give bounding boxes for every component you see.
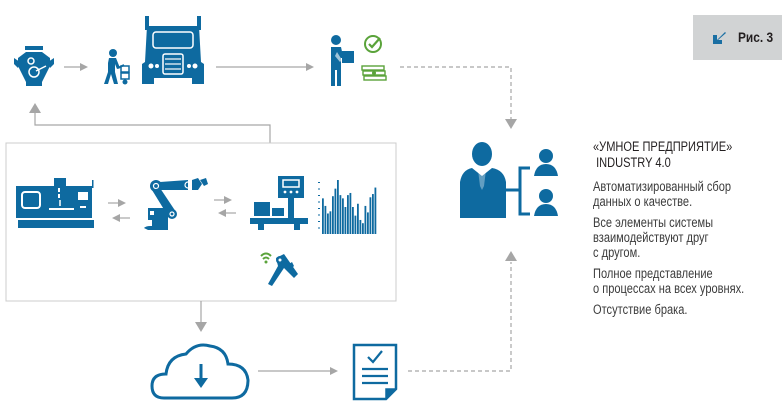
bar-chart-bar (329, 211, 332, 234)
checklist-document-icon (352, 343, 398, 401)
bar-chart-tick (318, 188, 320, 190)
manager-hierarchy-icon (460, 142, 558, 218)
bar-chart-bar (344, 207, 347, 234)
bar-chart-bar (334, 188, 337, 234)
bar-chart-bar (352, 207, 354, 234)
bar-chart-bar (327, 213, 329, 234)
info-title-line1: «УМНОЕ ПРЕДПРИЯТИЕ» (593, 139, 733, 154)
bar-chart-bar (332, 196, 334, 234)
arrowhead-up-engine (29, 103, 41, 113)
bar-chart-bar (357, 203, 359, 234)
info-point: Автоматизированный сбор данных о качеств… (593, 179, 732, 209)
cnc-machine-icon (16, 178, 94, 228)
bar-chart-bar (359, 219, 362, 234)
bar-chart-bar (374, 187, 377, 234)
bar-chart-bar (372, 194, 374, 234)
bar-chart-bar (324, 205, 327, 234)
arrow-report-to-manager (408, 262, 512, 372)
bar-chart-bar (349, 192, 352, 234)
bar-chart-bar (367, 212, 369, 234)
engine-icon (14, 46, 54, 86)
figure-badge (693, 15, 782, 60)
bar-chart-tick (318, 208, 320, 209)
robot-arm-icon (144, 178, 208, 230)
bar-chart-bar (362, 223, 364, 234)
info-title-line2: INDUSTRY 4.0 (593, 155, 671, 170)
check-circle-icon (364, 35, 382, 53)
bar-chart-tick (318, 214, 320, 216)
arrow-block-to-engine (34, 112, 271, 143)
bar-chart-bar (347, 195, 349, 234)
arrowhead-down-cloud (195, 322, 207, 332)
info-panel: «УМНОЕ ПРЕДПРИЯТИЕ» INDUSTRY 4.0 Автомат… (593, 139, 782, 317)
bar-chart-bar (354, 215, 357, 234)
bar-chart-bar (337, 180, 339, 234)
info-point: Полное представление о процессах на всех… (593, 266, 745, 296)
arrow-customer-to-manager (400, 66, 512, 124)
bar-chart-icon (318, 180, 377, 234)
person-with-box-icon (331, 35, 354, 86)
bar-chart-bar (364, 205, 367, 234)
bar-chart-bar (369, 197, 372, 234)
arrowhead-down-manager (505, 119, 517, 129)
bar-chart-tick (318, 182, 320, 183)
bar-chart-bar (339, 195, 342, 234)
truck-icon (142, 16, 204, 84)
arrowhead-up-manager (505, 251, 517, 261)
bar-chart-tick (318, 227, 320, 229)
wireless-caliper-icon (260, 252, 298, 286)
bar-chart-tick (318, 201, 320, 203)
info-point: Все элементы системы взаимодействуют дру… (593, 215, 714, 260)
arrow-down-left-icon (713, 32, 726, 44)
bar-chart-bar (342, 198, 344, 234)
industrial-scale-icon (250, 176, 308, 230)
bar-chart-bar (322, 198, 324, 234)
worker-hand-truck-icon (104, 49, 130, 85)
cloud-download-icon (150, 343, 250, 400)
bar-chart-tick (318, 221, 320, 222)
money-stack-icon (361, 65, 387, 81)
info-point: Отсутствие брака. (593, 302, 688, 317)
figure-label: Рис. 3 (738, 29, 774, 45)
bar-chart-tick (318, 195, 320, 196)
